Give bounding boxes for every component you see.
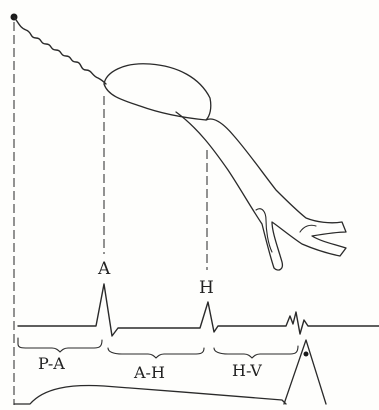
atrial-pathway [14,17,106,84]
a-label: A [97,259,111,279]
his-bundle [176,112,346,270]
ah-interval-label: A-H [133,363,165,382]
v-onset-dot [304,352,309,357]
hv-interval-label: H-V [232,361,262,380]
ventricular-deflection [284,340,326,404]
av-node [104,64,211,120]
hv-brace [214,346,298,358]
pa-interval-label: P-A [38,354,65,373]
branch-seam-lower [300,225,316,232]
surface-ecg-baseline [14,386,286,404]
pa-brace [18,338,102,352]
h-label: H [199,278,214,298]
ah-brace [108,348,204,358]
